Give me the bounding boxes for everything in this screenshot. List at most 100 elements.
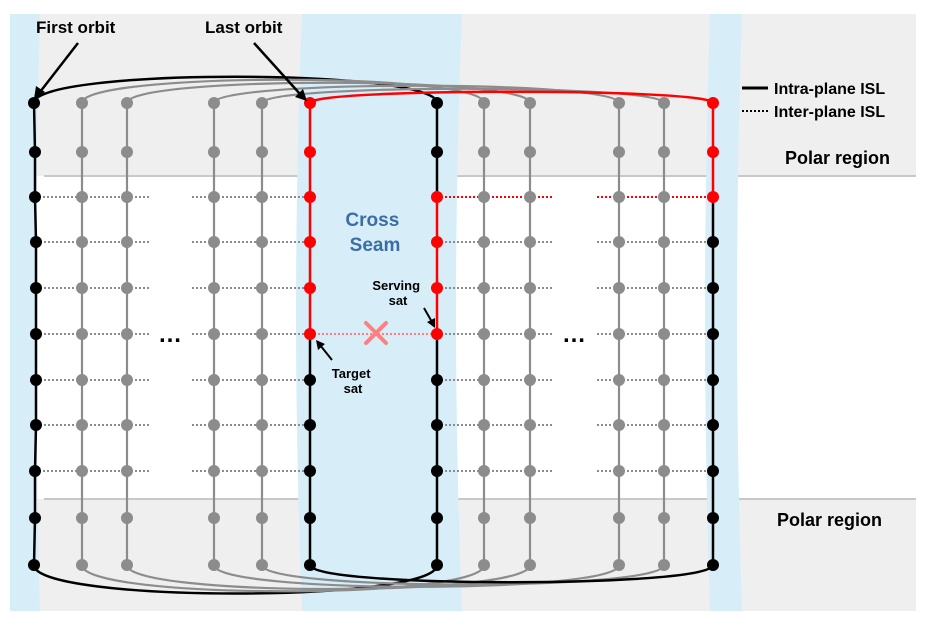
satellite-node bbox=[30, 374, 42, 386]
satellite-node bbox=[30, 328, 42, 340]
satellite-node bbox=[208, 282, 220, 294]
intra-plane-link bbox=[33, 424, 38, 472]
satellite-node bbox=[28, 559, 40, 571]
satellite-node bbox=[256, 559, 268, 571]
satellite-node bbox=[707, 419, 719, 431]
satellite-node bbox=[431, 465, 443, 477]
satellite-node bbox=[658, 512, 670, 524]
satellite-node bbox=[524, 512, 536, 524]
serving-sat-label: Serving sat bbox=[372, 278, 423, 308]
satellite-node bbox=[524, 328, 536, 340]
satellite-node bbox=[121, 559, 133, 571]
satellite-node bbox=[478, 191, 490, 203]
ellipsis-left: … bbox=[158, 321, 182, 348]
satellite-node bbox=[256, 97, 268, 109]
satellite-node bbox=[431, 146, 443, 158]
satellite-node bbox=[30, 282, 42, 294]
satellite-node bbox=[658, 559, 670, 571]
ellipsis-right: … bbox=[562, 321, 586, 348]
satellite-node bbox=[613, 374, 625, 386]
satellite-node bbox=[76, 328, 88, 340]
satellite-node bbox=[613, 465, 625, 477]
satellite-node bbox=[304, 465, 316, 477]
satellite-node bbox=[478, 512, 490, 524]
polar-region-label-bottom: Polar region bbox=[777, 510, 882, 530]
satellite-node bbox=[208, 191, 220, 203]
satellite-node bbox=[208, 419, 220, 431]
satellite-node bbox=[431, 559, 443, 571]
satellite-node bbox=[121, 512, 133, 524]
satellite-node bbox=[524, 97, 536, 109]
satellite-node bbox=[707, 146, 719, 158]
satellite-node bbox=[29, 465, 41, 477]
satellite-node bbox=[707, 191, 719, 203]
serving-sat-label-line2: sat bbox=[389, 293, 408, 308]
satellite-node bbox=[524, 146, 536, 158]
satellite-node bbox=[208, 374, 220, 386]
satellite-node bbox=[76, 419, 88, 431]
satellite-node bbox=[121, 146, 133, 158]
intra-plane-links bbox=[32, 102, 715, 566]
satellite-node bbox=[29, 146, 41, 158]
intra-plane-link bbox=[33, 196, 38, 243]
satellite-node bbox=[613, 236, 625, 248]
satellite-node bbox=[707, 374, 719, 386]
satellite-node bbox=[76, 282, 88, 294]
satellite-node bbox=[29, 191, 41, 203]
serving-sat-arrowhead bbox=[427, 318, 435, 328]
satellite-node bbox=[524, 191, 536, 203]
satellite-node bbox=[76, 559, 88, 571]
satellite-node bbox=[30, 236, 42, 248]
legend: Intra-plane ISL Inter-plane ISL bbox=[742, 81, 885, 121]
satellite-node bbox=[121, 465, 133, 477]
satellite-node bbox=[256, 282, 268, 294]
satellite-node bbox=[658, 146, 670, 158]
target-sat-arrowhead bbox=[316, 340, 325, 350]
satellite-node bbox=[208, 146, 220, 158]
cross-seam-label-line2: Seam bbox=[350, 235, 401, 256]
satellite-node bbox=[658, 282, 670, 294]
satellite-node bbox=[707, 465, 719, 477]
satellite-node bbox=[431, 236, 443, 248]
satellite-node bbox=[304, 97, 316, 109]
satellite-node bbox=[613, 512, 625, 524]
last-orbit-arrowhead bbox=[295, 89, 307, 101]
satellite-node bbox=[121, 236, 133, 248]
satellite-node bbox=[431, 97, 443, 109]
polar-arc-bottom bbox=[125, 564, 532, 591]
satellite-node bbox=[208, 559, 220, 571]
polar-arc-top bbox=[260, 87, 666, 105]
satellite-node bbox=[524, 559, 536, 571]
polar-arc-top bbox=[212, 84, 621, 105]
polar-arc-bottom bbox=[32, 564, 439, 595]
first-orbit-label: First orbit bbox=[36, 18, 116, 37]
satellite-node bbox=[524, 282, 536, 294]
satellite-node bbox=[478, 146, 490, 158]
satellite-node bbox=[707, 282, 719, 294]
cross-seam-region bbox=[296, 14, 462, 611]
satellite-node bbox=[478, 419, 490, 431]
satellite-node bbox=[76, 97, 88, 109]
inter-plane-links bbox=[35, 196, 713, 472]
satellite-node bbox=[28, 97, 40, 109]
satellite-node bbox=[121, 97, 133, 109]
satellite-node bbox=[658, 236, 670, 248]
satellite-node bbox=[478, 559, 490, 571]
satellite-node bbox=[304, 374, 316, 386]
blocked-link-icon bbox=[364, 321, 388, 345]
polar-band-top bbox=[10, 14, 916, 176]
satellite-node bbox=[256, 328, 268, 340]
satellite-node bbox=[76, 146, 88, 158]
cross-seam-label-line1: Cross bbox=[345, 210, 399, 231]
satellite-node bbox=[304, 512, 316, 524]
satellite-node bbox=[613, 146, 625, 158]
satellite-node bbox=[304, 419, 316, 431]
satellite-node bbox=[658, 374, 670, 386]
polar-arc-top bbox=[32, 75, 439, 104]
satellite-node bbox=[478, 282, 490, 294]
target-sat-label-line2: sat bbox=[344, 381, 363, 396]
intra-plane-link bbox=[32, 517, 37, 566]
cross-seam-label: Cross Seam bbox=[345, 210, 404, 256]
satellite-node bbox=[431, 374, 443, 386]
satellite-node bbox=[304, 328, 316, 340]
